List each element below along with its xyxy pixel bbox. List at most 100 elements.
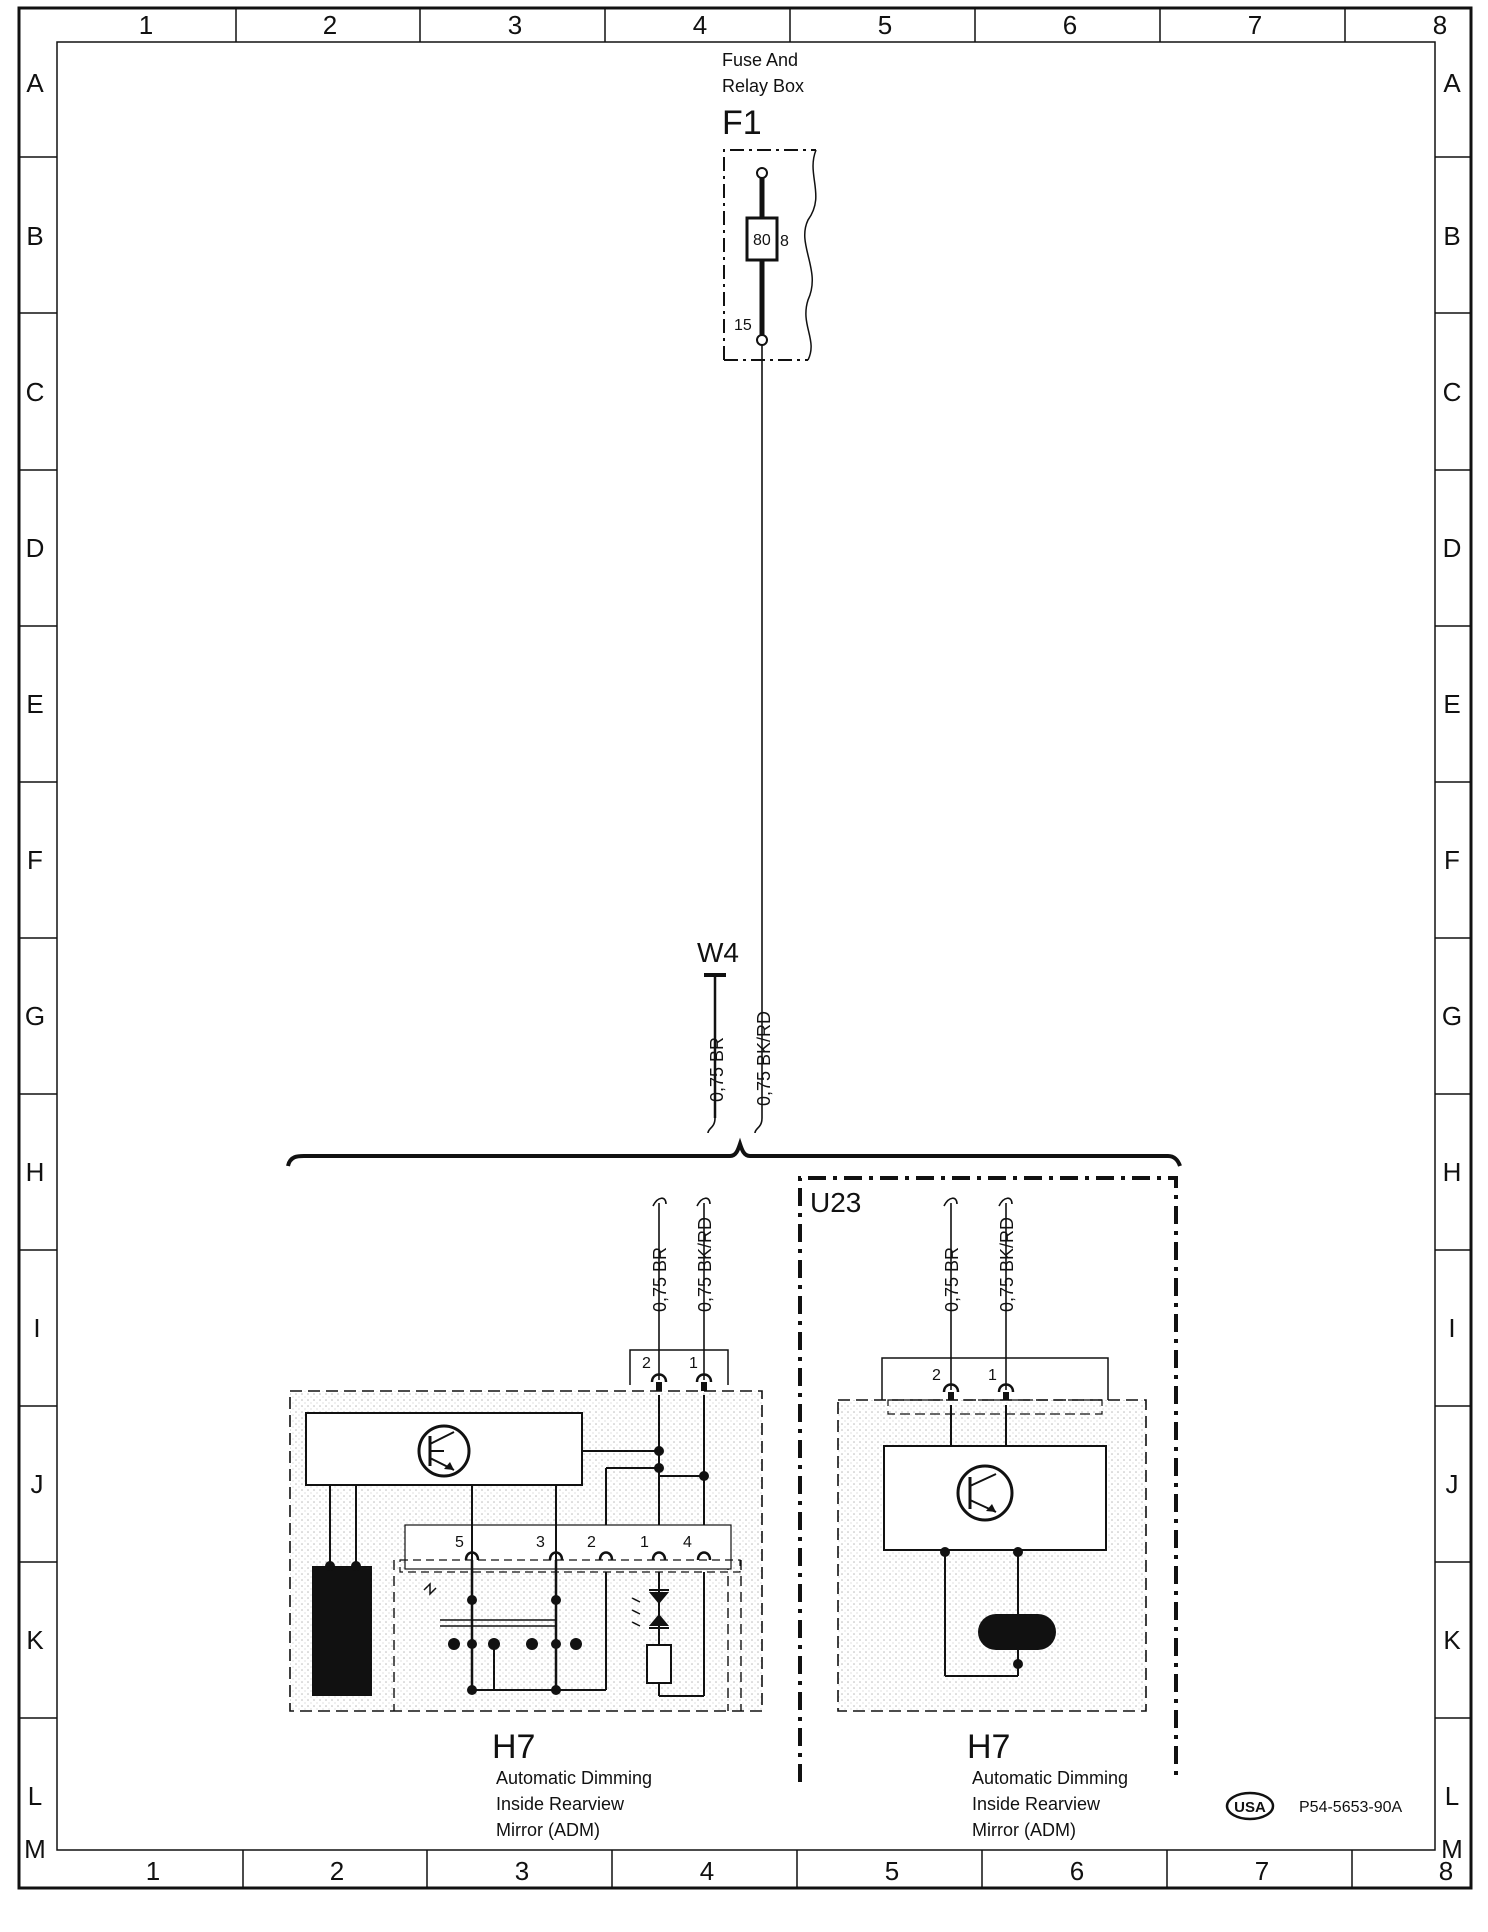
col-top-7: 7 — [1248, 10, 1262, 40]
u23-id: U23 — [810, 1187, 861, 1218]
col-bottom-4: 4 — [700, 1856, 714, 1886]
col-top-3: 3 — [508, 10, 522, 40]
grid-labels: 1 2 3 4 5 6 7 8 1 2 3 4 5 6 7 8 A B C D … — [24, 10, 1463, 1886]
col-top-5: 5 — [878, 10, 892, 40]
col-bottom-3: 3 — [515, 1856, 529, 1886]
left-inner-pin-5: 5 — [455, 1534, 464, 1551]
col-bottom-8: 8 — [1439, 1856, 1453, 1886]
left-junction-b — [654, 1463, 664, 1473]
left-connector-pin-2: 2 — [642, 1355, 651, 1372]
right-connector-pin-2: 2 — [932, 1367, 941, 1384]
left-switch-connector — [404, 1524, 732, 1570]
row-left-h: H — [26, 1157, 45, 1187]
row-left-e: E — [26, 689, 43, 719]
row-left-b: B — [26, 221, 43, 251]
left-connector-pin-1: 1 — [689, 1355, 698, 1372]
ground-id: W4 — [697, 937, 739, 968]
col-top-2: 2 — [323, 10, 337, 40]
fuse-box-caption-line2: Relay Box — [722, 76, 804, 96]
right-transistor-icon — [956, 1464, 1014, 1522]
row-right-j: J — [1446, 1469, 1459, 1499]
col-top-4: 4 — [693, 10, 707, 40]
left-component-desc-line3: Mirror (ADM) — [496, 1820, 600, 1840]
right-wire-bkrd-label: 0,75 BK/RD — [997, 1217, 1017, 1312]
footer: USA P54-5653-90A — [1225, 1791, 1403, 1821]
row-right-d: D — [1443, 533, 1462, 563]
fuse-terminal-number: 15 — [734, 317, 752, 334]
row-right-a: A — [1443, 68, 1461, 98]
left-connector-socket-1 — [695, 1373, 713, 1383]
col-top-6: 6 — [1063, 10, 1077, 40]
row-left-i: I — [33, 1313, 40, 1343]
row-left-c: C — [26, 377, 45, 407]
u23-outline — [798, 1176, 1178, 1782]
row-right-k: K — [1443, 1625, 1461, 1655]
left-led-icon — [649, 1592, 669, 1604]
left-inner-pin-3: 3 — [536, 1534, 545, 1551]
left-wire-curl-bkrd — [696, 1197, 711, 1207]
frame — [17, 6, 1473, 1890]
left-connector-socket-2 — [650, 1373, 668, 1383]
left-photodiode-icon — [649, 1614, 669, 1626]
fuse-top-terminal — [756, 167, 768, 179]
left-component-desc-line1: Automatic Dimming — [496, 1768, 652, 1788]
drawing-code: P54-5653-90A — [1299, 1799, 1403, 1816]
ground-w4: W4 0,75 BR — [697, 937, 739, 1118]
row-right-c: C — [1443, 377, 1462, 407]
col-bottom-7: 7 — [1255, 1856, 1269, 1886]
col-bottom-1: 1 — [146, 1856, 160, 1886]
row-left-f: F — [27, 845, 43, 875]
right-wire-br-label: 0,75 BR — [942, 1247, 962, 1312]
right-component-desc-line1: Automatic Dimming — [972, 1768, 1128, 1788]
region-badge: USA — [1234, 1799, 1266, 1816]
col-top-8: 8 — [1433, 10, 1447, 40]
left-adm-mirror: 0,75 BR 0,75 BK/RD 2 1 — [289, 1197, 763, 1840]
row-left-l: L — [28, 1781, 42, 1811]
fuse-box-caption-line1: Fuse And — [722, 50, 798, 70]
row-right-i: I — [1448, 1313, 1455, 1343]
splice-curl-br — [707, 1117, 716, 1134]
wire-main-br-label: 0,75 BR — [707, 1037, 727, 1102]
col-bottom-5: 5 — [885, 1856, 899, 1886]
left-wire-br-label: 0,75 BR — [650, 1247, 670, 1312]
row-right-e: E — [1443, 689, 1460, 719]
right-adm-mirror: U23 0,75 BR 0,75 BK/RD 2 1 H7 Autom — [798, 1176, 1178, 1840]
fuse-value: 80 — [753, 232, 771, 249]
region-badge-oval — [1225, 1791, 1275, 1821]
left-inner-pin-1: 1 — [640, 1534, 649, 1551]
row-left-a: A — [26, 68, 44, 98]
row-right-h: H — [1443, 1157, 1462, 1187]
left-connector-housing — [629, 1349, 729, 1385]
left-component-id: H7 — [492, 1728, 535, 1766]
wire-main-bkrd-label: 0,75 BK/RD — [754, 1011, 774, 1106]
col-top-1: 1 — [139, 10, 153, 40]
fuse-box-break-edge — [803, 149, 817, 361]
left-resistor — [646, 1644, 672, 1684]
row-left-d: D — [26, 533, 45, 563]
row-left-m: M — [24, 1834, 46, 1864]
right-component-desc-line3: Mirror (ADM) — [972, 1820, 1076, 1840]
fuse-box-id: F1 — [722, 104, 762, 142]
fuse-label: 8 — [780, 233, 789, 250]
left-inner-pin-2: 2 — [587, 1534, 596, 1551]
left-component-desc-line2: Inside Rearview — [496, 1794, 625, 1814]
fuse-relay-box: Fuse And Relay Box F1 80 8 15 — [722, 50, 817, 361]
fuse-bottom-terminal — [756, 334, 768, 346]
harness-brace — [286, 1137, 1182, 1167]
row-left-g: G — [25, 1001, 45, 1031]
row-right-m: M — [1441, 1834, 1463, 1864]
left-wire-curl-br — [652, 1197, 667, 1207]
right-connector-housing — [881, 1357, 1109, 1400]
left-junction-c — [699, 1471, 709, 1481]
right-connector-pin-1: 1 — [988, 1367, 997, 1384]
row-right-b: B — [1443, 221, 1460, 251]
col-bottom-2: 2 — [330, 1856, 344, 1886]
col-bottom-6: 6 — [1070, 1856, 1084, 1886]
right-component-id: H7 — [967, 1728, 1010, 1766]
left-junction-a — [654, 1446, 664, 1456]
row-left-k: K — [26, 1625, 44, 1655]
row-left-j: J — [31, 1469, 44, 1499]
left-inner-pin-4: 4 — [683, 1534, 692, 1551]
right-electrochromic-element — [978, 1614, 1056, 1650]
left-electrochromic-element — [312, 1566, 372, 1696]
